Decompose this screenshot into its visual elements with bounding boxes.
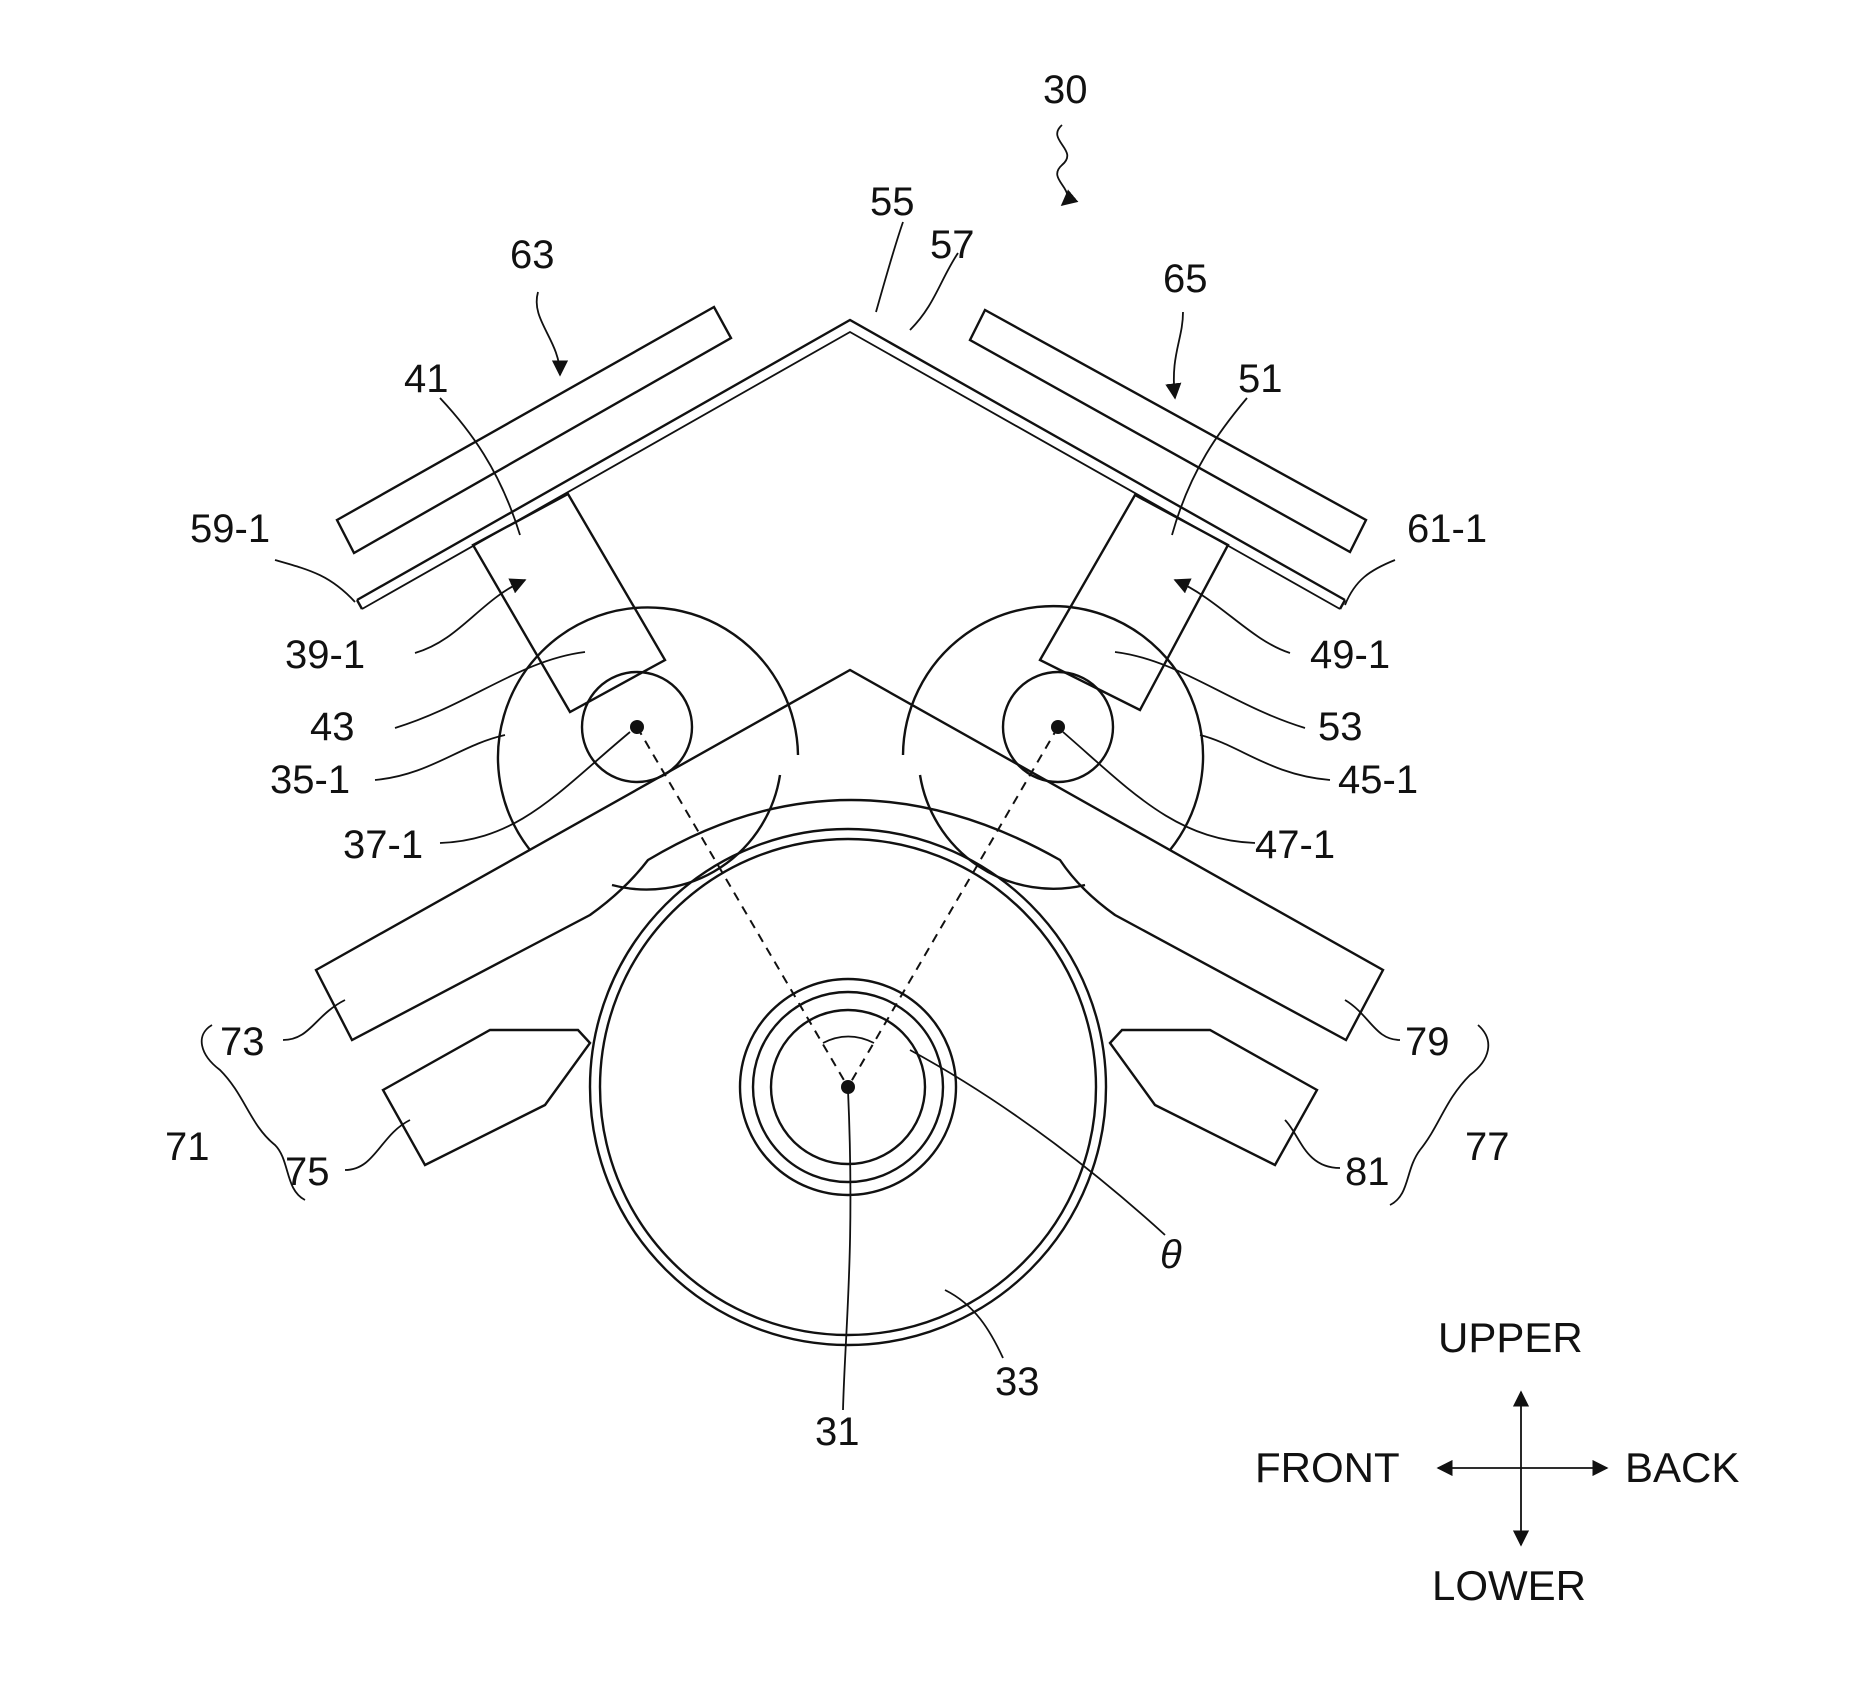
- ref-57: 57: [930, 223, 975, 267]
- direction-upper: UPPER: [1438, 1314, 1583, 1361]
- ref-81: 81: [1345, 1150, 1390, 1194]
- ref-49-1: 49-1: [1310, 633, 1390, 677]
- ref-53: 53: [1318, 705, 1363, 749]
- ref-75: 75: [285, 1150, 330, 1194]
- reference-labels: 30 55 57 63 65 41 51 59-1 61-1 39-1 49-1…: [165, 68, 1510, 1454]
- ref-51: 51: [1238, 357, 1283, 401]
- direction-compass: UPPER LOWER FRONT BACK: [1255, 1314, 1739, 1609]
- direction-back: BACK: [1625, 1444, 1739, 1491]
- ref-47-1: 47-1: [1255, 823, 1335, 867]
- ref-45-1: 45-1: [1338, 758, 1418, 802]
- ref-31: 31: [815, 1410, 860, 1454]
- ref-41: 41: [404, 357, 449, 401]
- ref-37-1: 37-1: [343, 823, 423, 867]
- frame-73-79: [316, 670, 1383, 1040]
- ref-theta: θ: [1160, 1233, 1182, 1277]
- roller-45-1: [903, 606, 1203, 889]
- arm-51: [1040, 495, 1228, 710]
- ref-55: 55: [870, 180, 915, 224]
- ref-43: 43: [310, 705, 355, 749]
- direction-front: FRONT: [1255, 1444, 1400, 1491]
- ref-65: 65: [1163, 257, 1208, 301]
- plate-55-57: [357, 320, 1345, 609]
- ref-30: 30: [1043, 68, 1088, 112]
- ref-77: 77: [1465, 1125, 1510, 1169]
- pad-63: [337, 307, 731, 553]
- block-81: [1110, 1030, 1317, 1165]
- ref-61-1: 61-1: [1407, 507, 1487, 551]
- pad-65: [970, 310, 1366, 552]
- ref-71: 71: [165, 1125, 210, 1169]
- ref-33: 33: [995, 1360, 1040, 1404]
- arm-41: [473, 494, 665, 712]
- ref-59-1: 59-1: [190, 507, 270, 551]
- ref-73: 73: [220, 1020, 265, 1064]
- ref-35-1: 35-1: [270, 758, 350, 802]
- leader-lines: [202, 125, 1489, 1410]
- angle-theta: [637, 727, 1058, 1087]
- block-75: [383, 1030, 590, 1165]
- direction-lower: LOWER: [1432, 1562, 1586, 1609]
- ref-63: 63: [510, 233, 555, 277]
- ref-39-1: 39-1: [285, 633, 365, 677]
- ref-79: 79: [1405, 1020, 1450, 1064]
